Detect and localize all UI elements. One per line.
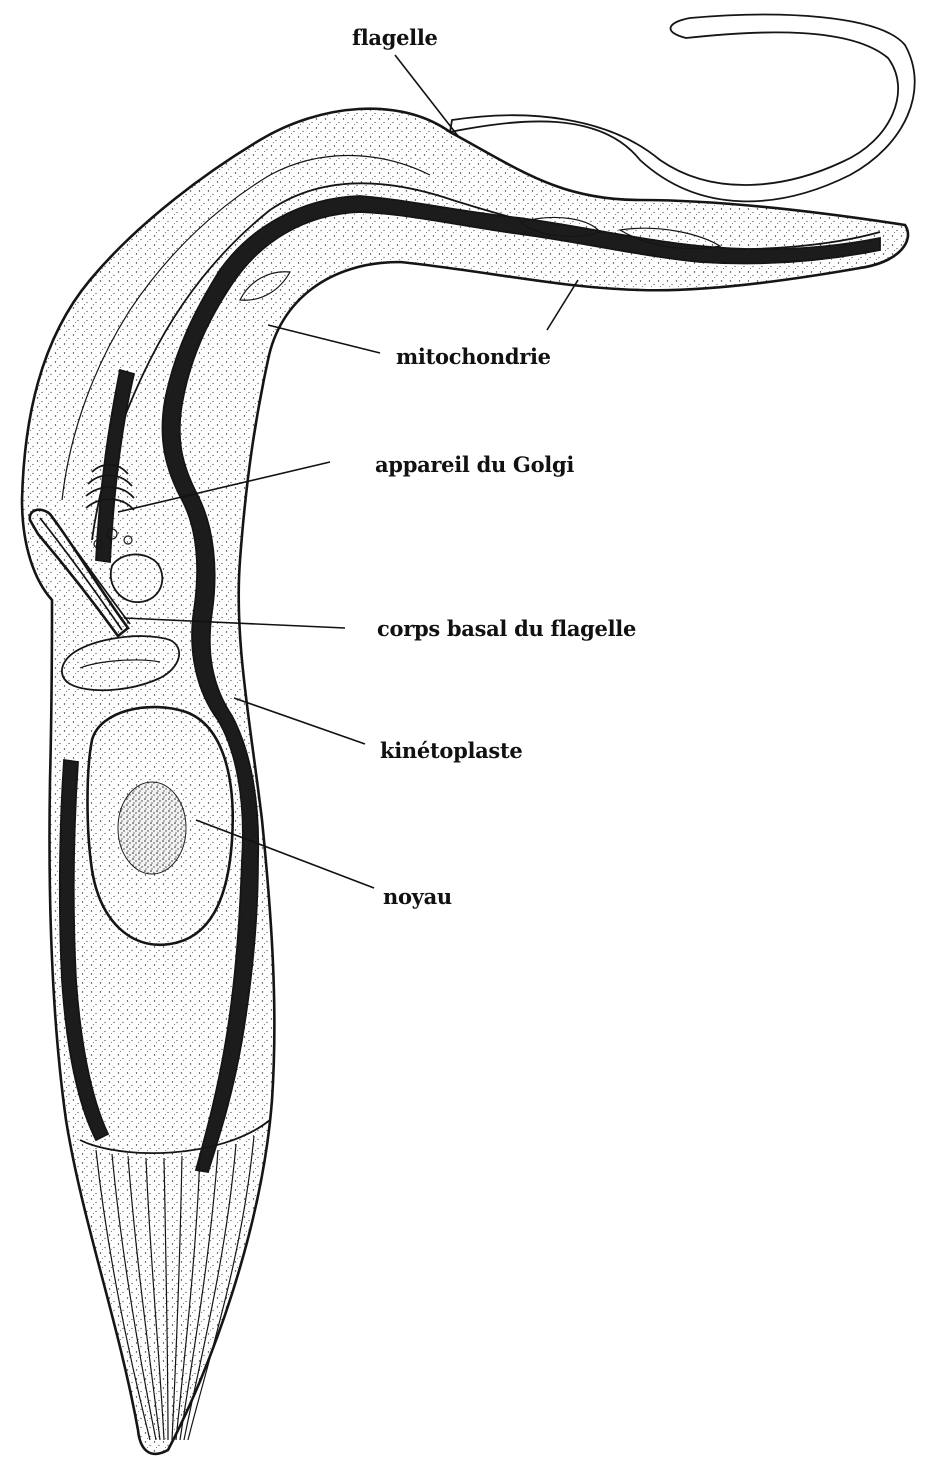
nucleolus	[118, 782, 186, 874]
label-mitochondrie: mitochondrie	[396, 344, 551, 369]
leader-kinetoplaste	[234, 698, 365, 744]
leader-mitochondrie-upper	[547, 280, 578, 330]
label-kinetoplaste: kinétoplaste	[380, 738, 522, 763]
leader-mitochondrie-lower	[268, 325, 380, 353]
label-appareil-du-golgi: appareil du Golgi	[375, 452, 574, 477]
label-noyau: noyau	[383, 884, 452, 909]
cell-body	[22, 109, 908, 1454]
label-corps-basal-du-flagelle: corps basal du flagelle	[377, 616, 636, 641]
label-flagelle: flagelle	[352, 25, 438, 50]
